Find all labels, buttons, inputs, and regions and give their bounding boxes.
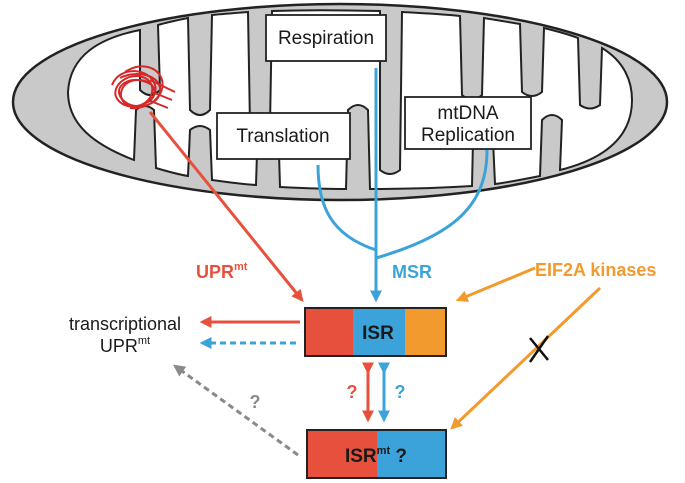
translation-box: Translation (216, 112, 351, 160)
isrmt-to-transcriptional-gray-dashed-arrow (173, 364, 299, 457)
isr-bar: ISR (304, 307, 447, 357)
respiration-label: Respiration (278, 28, 374, 49)
respiration-box: Respiration (265, 14, 387, 62)
transcriptional-uprmt-label: UPRmt (100, 335, 150, 356)
isr-label: ISR (362, 323, 394, 344)
mitochondrion (11, 2, 669, 202)
msr-label: MSR (392, 262, 432, 282)
isrmt-label: ISRmt ? (345, 445, 407, 467)
msr-tree (316, 68, 489, 303)
isrmt-bar: ISRmt ? (306, 429, 447, 479)
red-question-mark: ? (347, 382, 358, 402)
replication-label: Replication (421, 125, 515, 146)
eif2a-arrow-to-isr (455, 266, 536, 302)
mtdna-label: mtDNA (437, 103, 499, 124)
misfolded-protein-scribble (111, 65, 176, 110)
transcriptional-label: transcriptional (69, 314, 181, 334)
mtdna-replication-box: mtDNA Replication (404, 96, 532, 150)
upr-arrow (148, 111, 304, 302)
blue-question-mark: ? (395, 382, 406, 402)
upr-label: UPRmt (196, 261, 248, 282)
eif2a-label: EIF2A kinases (535, 260, 656, 280)
translation-label: Translation (236, 126, 329, 147)
block-x-icon (528, 335, 550, 363)
gray-question-mark: ? (250, 392, 261, 412)
inner-membrane-cristae (66, 9, 634, 191)
eif2a-arrow-to-isrmt (450, 286, 602, 430)
